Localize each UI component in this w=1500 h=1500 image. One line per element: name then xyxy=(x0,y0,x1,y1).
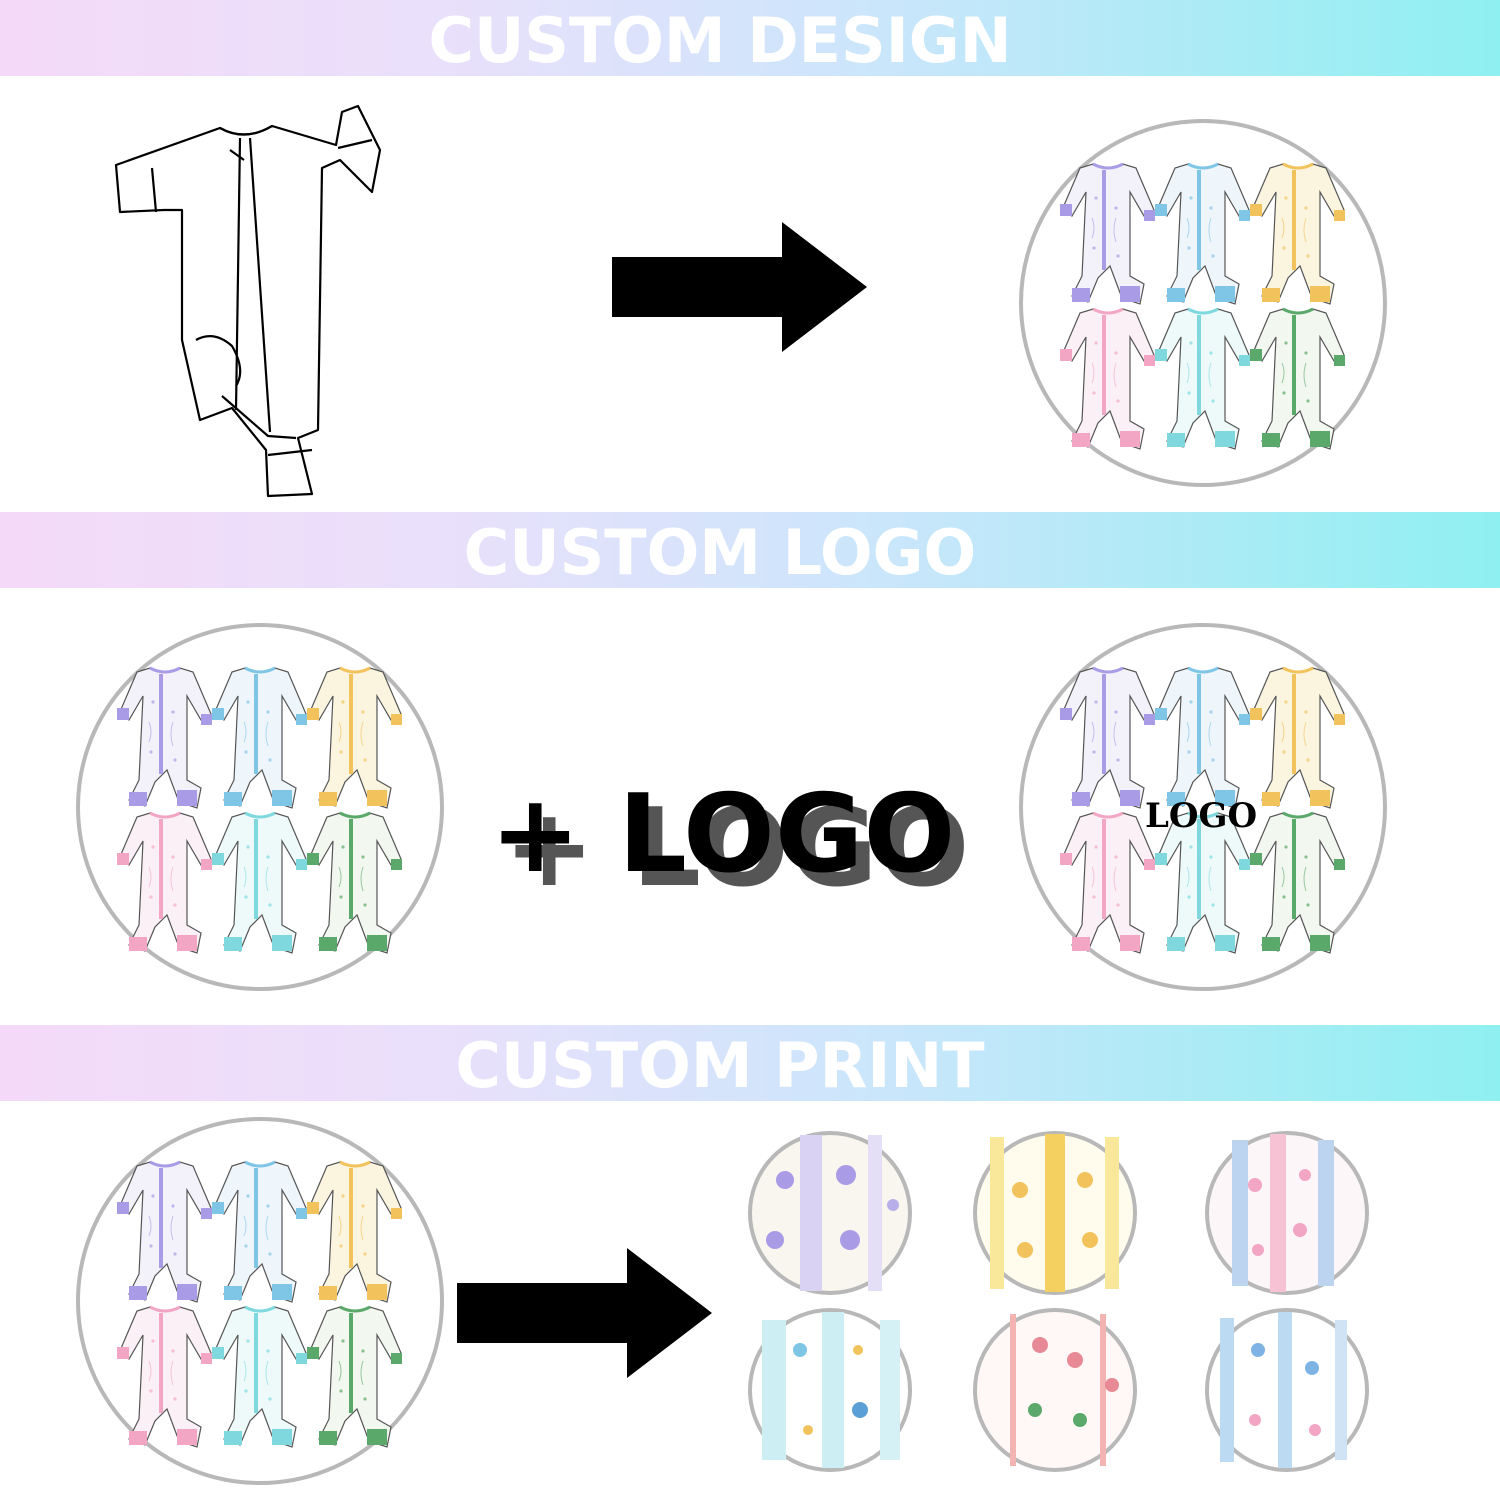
section-banner-logo: CUSTOM LOGO xyxy=(0,512,1500,589)
variant-circle-print xyxy=(78,1119,442,1483)
plus-logo-shadow: + LOGO xyxy=(504,786,970,911)
swatch-blue-floral xyxy=(748,1308,912,1472)
right-arrow-icon xyxy=(612,222,867,352)
print-swatches xyxy=(748,1131,1369,1472)
swatch-lavender-floral xyxy=(748,1131,912,1295)
plus-logo-text: + LOGO xyxy=(490,772,956,897)
section-banner-print: CUSTOM PRINT xyxy=(0,1025,1500,1102)
swatch-pink-bow xyxy=(973,1308,1137,1472)
swatch-pink-blue xyxy=(1205,1131,1369,1295)
section-title: CUSTOM DESIGN xyxy=(428,4,1012,77)
logo-stamp: LOGO xyxy=(1145,796,1258,836)
romper-outline-sketch xyxy=(114,104,382,498)
section-title: CUSTOM PRINT xyxy=(455,1029,985,1102)
swatch-yellow-daisy xyxy=(973,1131,1137,1295)
variant-circle-design xyxy=(1021,121,1385,485)
variant-circle-logo-before xyxy=(78,625,442,989)
plus-logo-label: + LOGO + LOGO xyxy=(490,770,1010,911)
swatch-blue-tulip xyxy=(1205,1308,1369,1472)
right-arrow-icon xyxy=(457,1248,712,1378)
section-banner-design: CUSTOM DESIGN xyxy=(0,0,1500,77)
section-title: CUSTOM LOGO xyxy=(463,516,977,589)
